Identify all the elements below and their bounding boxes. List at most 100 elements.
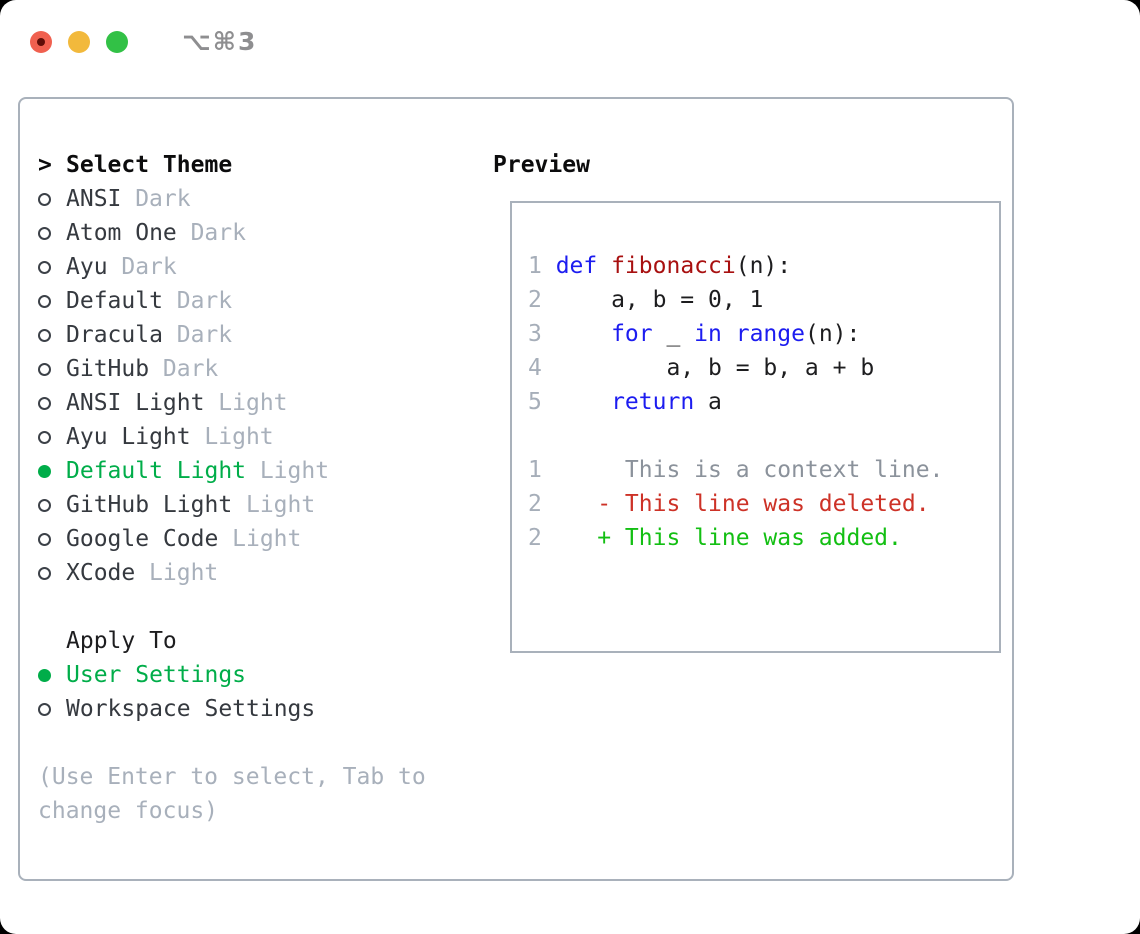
theme-variant-label: Light xyxy=(245,492,316,518)
code-line: 2 + This line was added. xyxy=(528,521,999,555)
theme-option[interactable]: GitHub Light Light xyxy=(38,488,426,522)
option-label: ANSI Light xyxy=(66,390,205,416)
line-number: 2 xyxy=(528,525,542,551)
code-segment: This is a context line. xyxy=(555,457,944,483)
code-segment xyxy=(597,253,611,279)
line-number: 4 xyxy=(528,355,542,381)
titlebar: ⌥⌘3 xyxy=(30,27,257,56)
code-segment xyxy=(556,389,611,415)
radio-selected-icon xyxy=(38,464,51,478)
code-segment: range xyxy=(735,321,805,347)
code-line: 5 return a xyxy=(528,385,999,419)
code-segment: a, b = b, a + b xyxy=(555,355,875,381)
code-line xyxy=(528,419,999,453)
theme-variant-label: Light xyxy=(218,390,288,416)
line-number: 2 xyxy=(528,491,542,517)
code-segment: for xyxy=(611,321,653,347)
spacer xyxy=(38,726,426,760)
option-label: ANSI xyxy=(66,186,122,212)
radio-unselected-icon xyxy=(38,328,51,342)
radio-unselected-icon xyxy=(38,260,51,274)
theme-option[interactable]: ANSI Light Light xyxy=(38,386,426,420)
code-segment: + This line was added. xyxy=(555,525,902,551)
option-label: Workspace Settings xyxy=(66,696,316,722)
apply-to-header: Apply To xyxy=(38,624,426,658)
radio-unselected-icon xyxy=(38,430,51,444)
zoom-button-icon[interactable] xyxy=(106,30,128,53)
option-label: Atom One xyxy=(66,220,177,246)
select-theme-header: > Select Theme xyxy=(38,148,426,182)
help-line: change focus) xyxy=(38,798,219,824)
focus-prompt-icon: > xyxy=(38,152,52,178)
radio-unselected-icon xyxy=(38,532,51,546)
minimize-button-icon[interactable] xyxy=(68,30,90,53)
help-text: (Use Enter to select, Tab to change focus… xyxy=(38,760,426,828)
code-segment: - This line was deleted. xyxy=(555,491,930,517)
code-segment: def xyxy=(555,253,598,279)
theme-variant-label: Dark xyxy=(176,322,233,348)
radio-unselected-icon xyxy=(38,294,51,308)
option-label: XCode xyxy=(66,560,136,586)
line-number: 5 xyxy=(528,389,542,415)
code-line: 4 a, b = b, a + b xyxy=(528,351,999,385)
radio-unselected-icon xyxy=(38,566,51,580)
option-label: User Settings xyxy=(66,662,247,688)
theme-variant-label: Dark xyxy=(162,356,219,382)
code-segment xyxy=(722,321,736,347)
code-segment xyxy=(556,321,611,347)
line-number: 3 xyxy=(528,321,542,347)
close-button-icon[interactable] xyxy=(30,30,52,53)
code-segment: a, b = 0, 1 xyxy=(555,287,764,313)
code-segment: (n): xyxy=(804,321,861,347)
preview-title: Preview xyxy=(493,152,590,178)
code-line: 3 for _ in range(n): xyxy=(528,317,999,351)
code-segment: fibonacci xyxy=(611,253,736,279)
option-label: GitHub Light xyxy=(66,492,233,518)
theme-option[interactable]: Dracula Dark xyxy=(38,318,426,352)
option-label: GitHub xyxy=(66,356,150,382)
close-dot-icon xyxy=(37,37,45,46)
code-segment: a xyxy=(694,389,722,415)
code-segment: _ xyxy=(652,321,695,347)
theme-variant-label: Light xyxy=(204,424,274,450)
code-segment: (n): xyxy=(735,253,792,279)
code-line: 2 - This line was deleted. xyxy=(528,487,999,521)
code-line: 1 def fibonacci(n): xyxy=(528,249,999,283)
line-number: 2 xyxy=(528,287,542,313)
option-label: Default xyxy=(66,288,163,314)
help-line: (Use Enter to select, Tab to xyxy=(38,764,426,790)
option-label: Ayu Light xyxy=(66,424,191,450)
radio-unselected-icon xyxy=(38,498,51,512)
radio-selected-icon xyxy=(38,668,51,682)
theme-option[interactable]: GitHub Dark xyxy=(38,352,426,386)
radio-unselected-icon xyxy=(38,362,51,376)
radio-unselected-icon xyxy=(38,702,51,716)
apply-to-option[interactable]: User Settings xyxy=(38,658,426,692)
code-line: 1 This is a context line. xyxy=(528,453,999,487)
theme-option[interactable]: Ayu Light Light xyxy=(38,420,426,454)
option-label: Default Light xyxy=(66,458,247,484)
option-label: Dracula xyxy=(66,322,163,348)
line-number: 1 xyxy=(528,253,542,279)
window-title: ⌥⌘3 xyxy=(182,27,258,56)
code-line: 2 a, b = 0, 1 xyxy=(528,283,999,317)
spacer xyxy=(38,590,426,624)
theme-variant-label: Dark xyxy=(121,254,177,280)
apply-to-option[interactable]: Workspace Settings xyxy=(38,692,426,726)
apply-to-title: Apply To xyxy=(66,628,177,654)
theme-variant-label: Light xyxy=(149,560,219,586)
select-theme-title: Select Theme xyxy=(66,152,233,178)
radio-unselected-icon xyxy=(38,192,51,206)
theme-option[interactable]: XCode Light xyxy=(38,556,426,590)
